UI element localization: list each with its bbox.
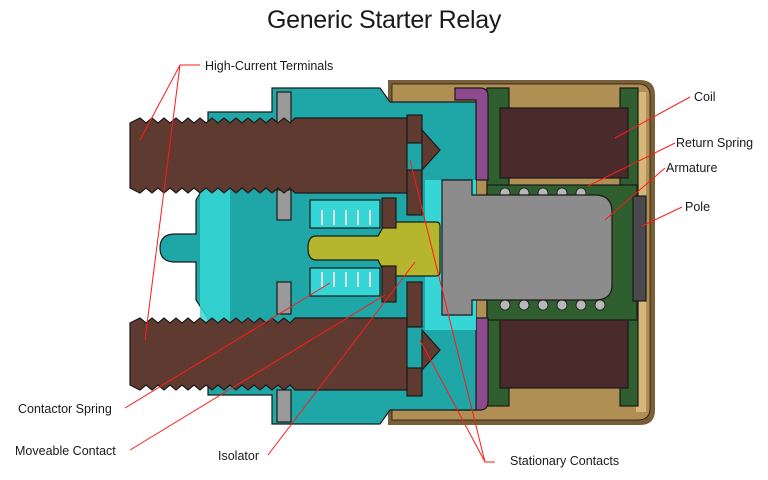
label-moveable-contact: Moveable Contact [15, 444, 116, 458]
label-return-spring: Return Spring [676, 136, 753, 150]
isolator [307, 221, 441, 277]
label-stationary-contacts: Stationary Contacts [510, 454, 619, 468]
washer-lower-2 [276, 389, 292, 423]
stationary-contact-3 [406, 281, 423, 328]
stationary-contact-1 [406, 114, 423, 144]
contactor-spring [321, 210, 371, 287]
terminal-upper [129, 117, 441, 194]
leader-lines [124, 64, 691, 463]
washer-lower [276, 281, 292, 315]
leader-moveable-contact [129, 294, 386, 451]
leader-pole [641, 206, 683, 227]
leader-contactor-spring [124, 282, 331, 409]
leader-high-current [139, 64, 200, 341]
leader-armature [604, 167, 666, 221]
coil-upper [499, 107, 629, 179]
pole [632, 195, 647, 302]
leader-isolator [267, 261, 416, 456]
label-armature: Armature [666, 161, 717, 175]
washer-upper-2 [276, 189, 292, 221]
moveable-contact-upper [381, 197, 397, 229]
armature [441, 179, 613, 316]
label-pole: Pole [685, 200, 710, 214]
leader-coil [614, 96, 691, 139]
diagram-title: Generic Starter Relay [266, 6, 502, 34]
label-coil: Coil [694, 90, 716, 104]
label-contactor-spring: Contactor Spring [18, 402, 112, 416]
coil-lower [499, 319, 629, 389]
moveable-contact-lower [381, 265, 397, 303]
return-spring [499, 187, 606, 311]
leader-return-spring [587, 142, 676, 187]
label-high-current-terminals: High-Current Terminals [205, 59, 333, 73]
terminal-lower [129, 317, 441, 391]
label-isolator: Isolator [218, 449, 259, 463]
leader-stationary [409, 159, 495, 463]
stationary-contact-4 [406, 367, 423, 397]
